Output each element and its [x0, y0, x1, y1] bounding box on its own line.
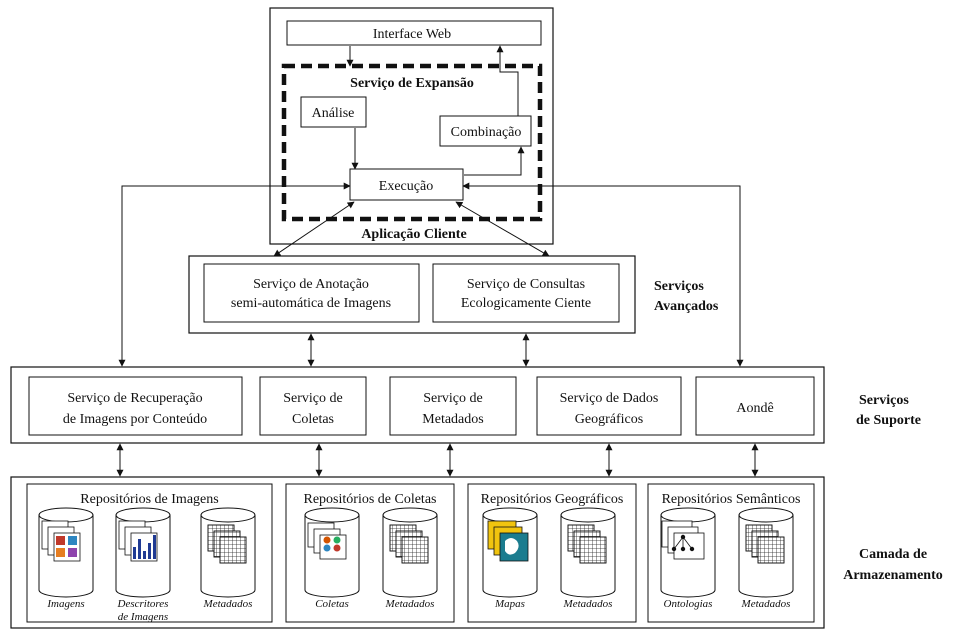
- support-services-label-line2: de Suporte: [856, 413, 921, 428]
- storage-label-line2: Armazenamento: [843, 568, 943, 583]
- expansion-service-title: Serviço de Expansão: [350, 76, 474, 91]
- support-services-label-line1: Serviços: [859, 393, 909, 408]
- aonde-label: Aondê: [736, 401, 773, 416]
- repository-cylinder: Metadados: [382, 507, 438, 610]
- repository-cylinder: Metadados: [200, 507, 256, 610]
- metadata-line1: Serviço de: [423, 391, 482, 406]
- arrow-execucao-aonde: [462, 182, 744, 367]
- repository-cylinder: Metadados: [560, 507, 616, 610]
- query-service-line2: Ecologicamente Ciente: [461, 296, 591, 311]
- query-service-line1: Serviço de Consultas: [467, 277, 585, 292]
- repository-label: Mapas: [494, 598, 525, 610]
- repository-cylinder: Coletas: [304, 507, 360, 610]
- storage-layer: [10, 476, 825, 629]
- storage-group-title: Repositórios Geográficos: [481, 492, 624, 507]
- combinacao-label: Combinação: [451, 125, 522, 140]
- interface-web-box: [286, 20, 542, 46]
- repository-label: de Imagens: [118, 611, 168, 623]
- client-application-box: [269, 7, 554, 245]
- repository-cylinder: Mapas: [482, 507, 538, 610]
- storage-label-line1: Camada de: [859, 547, 927, 562]
- metadata-line2: Metadados: [422, 412, 483, 427]
- analise-box: [300, 96, 367, 128]
- repository-label: Metadados: [385, 598, 435, 610]
- repository-label: Coletas: [315, 598, 349, 610]
- image-retrieval-line1: Serviço de Recuperação: [67, 391, 202, 406]
- interface-web-label: Interface Web: [373, 27, 451, 42]
- repository-cylinder: Imagens: [38, 507, 94, 610]
- execucao-box: [349, 168, 464, 201]
- analise-label: Análise: [312, 106, 355, 121]
- annotation-service-box: [203, 263, 420, 323]
- expansion-service-box: [281, 63, 543, 222]
- repository-label: Metadados: [563, 598, 613, 610]
- support-service-geographic: Serviço de Dados Geográficos: [536, 376, 682, 436]
- arrow-execucao-image-retrieval: [118, 182, 351, 367]
- collections-line1: Serviço de: [283, 391, 342, 406]
- advanced-services-label-line2: Avançados: [654, 299, 719, 314]
- storage-group-title: Repositórios de Coletas: [304, 492, 437, 507]
- combinacao-box: [439, 115, 532, 147]
- repository-cylinder: Ontologias: [660, 507, 716, 610]
- repository-label: Descritores: [117, 598, 169, 610]
- storage-group-title: Repositórios Semânticos: [662, 492, 801, 507]
- arrow-execucao-to-combinacao: [464, 146, 525, 176]
- repository-label: Metadados: [203, 598, 253, 610]
- support-service-collections: Serviço de Coletas: [259, 376, 367, 436]
- support-service-aonde: Aondê: [695, 376, 815, 436]
- client-application-label: Aplicação Cliente: [361, 227, 466, 242]
- support-service-metadata: Serviço de Metadados: [389, 376, 517, 436]
- support-service-image-retrieval: Serviço de Recuperação de Imagens por Co…: [28, 376, 243, 436]
- execucao-label: Execução: [379, 179, 433, 194]
- annotation-service-line1: Serviço de Anotação: [253, 277, 369, 292]
- repository-label: Imagens: [46, 598, 84, 610]
- geographic-line2: Geográficos: [575, 412, 643, 427]
- image-retrieval-line2: de Imagens por Conteúdo: [63, 412, 207, 427]
- arrow-combinacao-to-interface: [496, 45, 519, 116]
- arrow-execucao-query: [455, 201, 550, 257]
- repository-cylinder: Metadados: [738, 507, 794, 610]
- advanced-services-label-line1: Serviços: [654, 279, 704, 294]
- collections-line2: Coletas: [292, 412, 334, 427]
- repository-label: Ontologias: [664, 598, 713, 610]
- repository-label: Metadados: [741, 598, 791, 610]
- annotation-service-line2: semi-automática de Imagens: [231, 296, 391, 311]
- support-services-layer: [10, 366, 825, 444]
- query-service-box: [432, 263, 620, 323]
- geographic-line1: Serviço de Dados: [560, 391, 659, 406]
- storage-group-title: Repositórios de Imagens: [80, 492, 218, 507]
